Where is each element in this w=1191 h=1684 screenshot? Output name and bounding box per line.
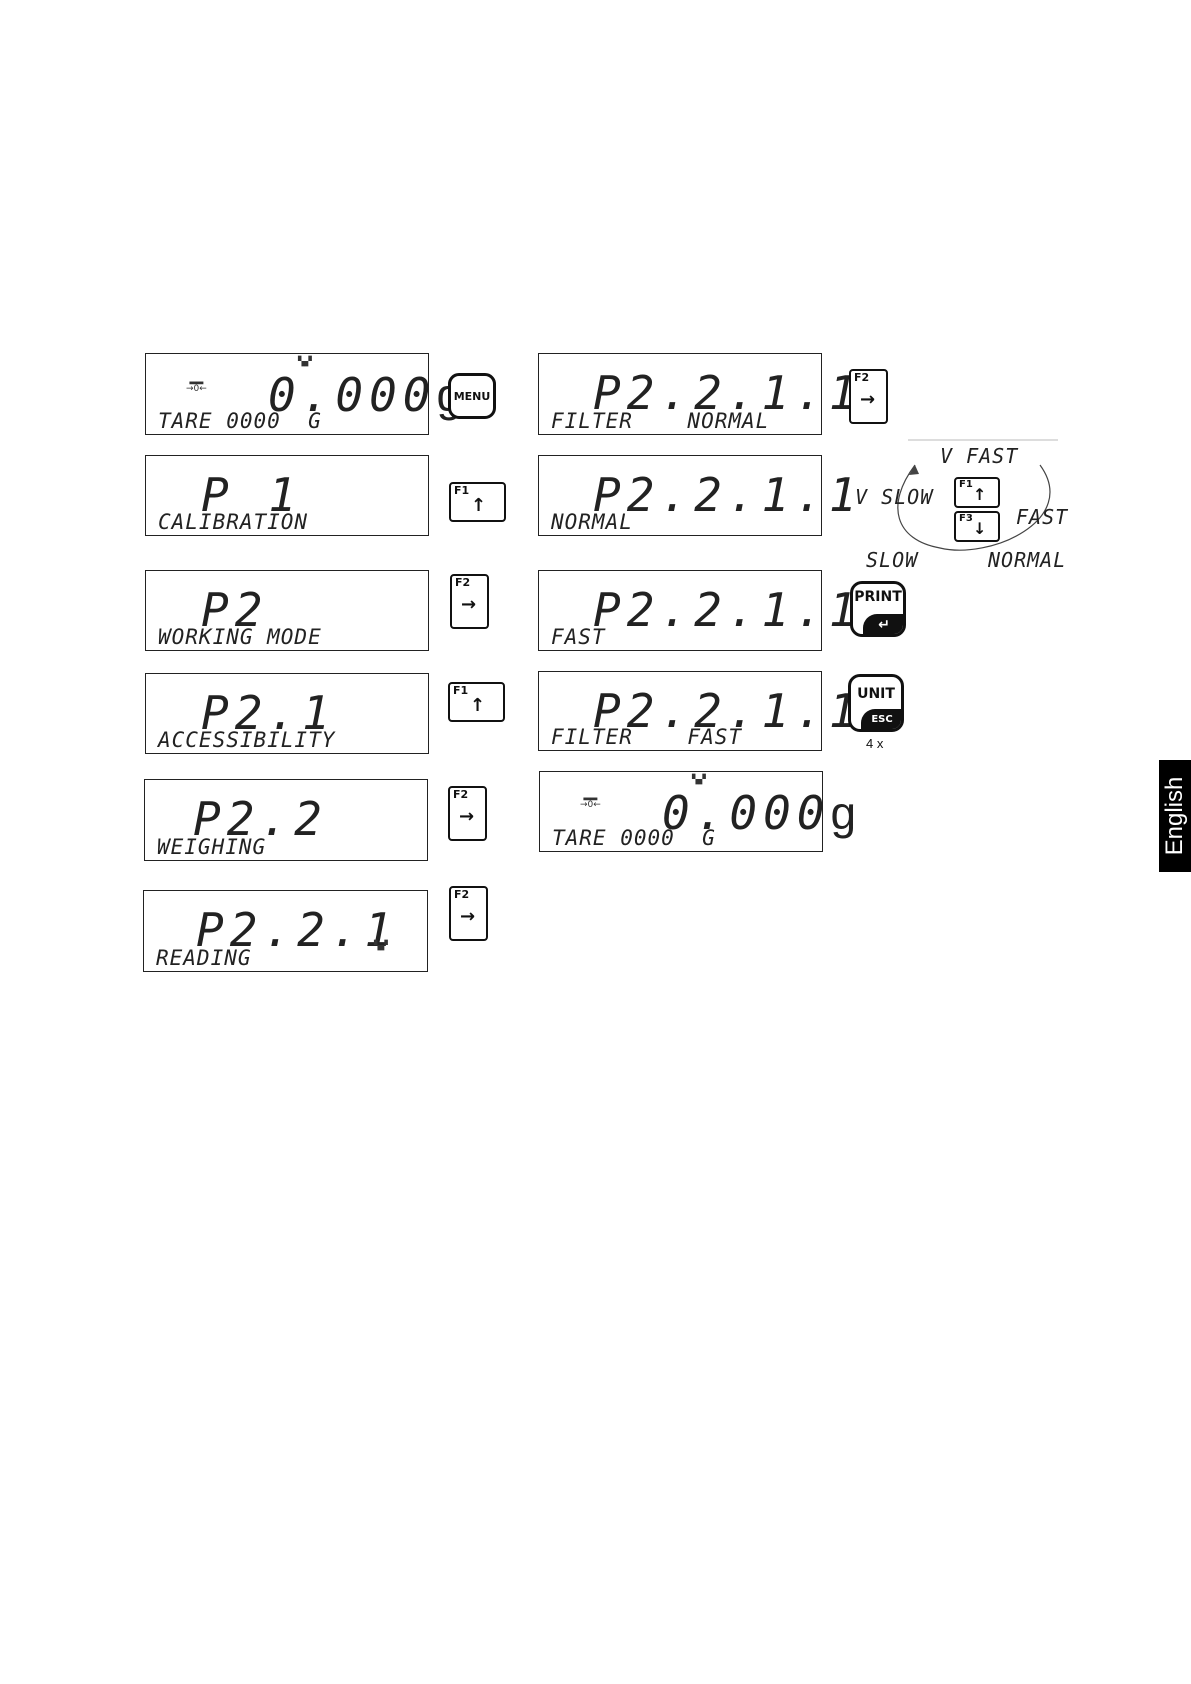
display-tare-final: ▚▞ ▂▂→0← 0.000g TARE 0000 G [539, 771, 856, 852]
arrow-right-icon: → [461, 594, 477, 615]
display-p2: P2 WORKING MODE [145, 570, 429, 651]
f2-label: F2 [454, 888, 470, 901]
f1-up-key[interactable]: F1 ↑ [448, 682, 505, 722]
arrow-down-icon: ↓ [973, 519, 987, 538]
display-text: TARE 0000 G [158, 409, 322, 433]
stability-icon: ▚▞ [692, 775, 706, 785]
display-unit: g [830, 787, 857, 839]
display-text: ACCESSIBILITY [158, 728, 336, 752]
display-text: CALIBRATION [158, 510, 309, 534]
zero-icon: ▂▂→0← [186, 375, 207, 394]
repeat-count: 4 x [866, 736, 884, 751]
display-text: FAST [551, 625, 606, 649]
display-value: P2 [201, 583, 269, 637]
f1-up-key[interactable]: F1 ↑ [954, 477, 1000, 508]
f2-label: F2 [854, 371, 870, 384]
display-text: READING [156, 946, 252, 970]
language-tab-label: English [1161, 776, 1188, 856]
language-tab: English [1159, 760, 1191, 872]
unit-key-label: UNIT [857, 686, 895, 702]
display-text: FILTER NORMAL [551, 409, 770, 433]
arrow-up-icon: ↑ [470, 695, 486, 716]
print-key[interactable]: PRINT ↵ [850, 581, 906, 637]
arrow-right-icon: → [860, 389, 876, 410]
display-value: P2.2.1 [196, 903, 399, 957]
f2-label: F2 [453, 788, 469, 801]
display-value: P2.2.1.1 [593, 366, 863, 420]
display-filter-normal: P2.2.1.1 FILTER NORMAL [538, 353, 857, 435]
display-p1: P 1 CALIBRATION [145, 455, 429, 536]
display-p22: P2.2 WEIGHING [144, 779, 428, 861]
f2-right-key[interactable]: F2 → [849, 369, 888, 424]
display-text: NORMAL [551, 510, 633, 534]
f2-right-key[interactable]: F2 → [449, 886, 488, 941]
f1-label: F1 [959, 479, 973, 490]
display-text: WEIGHING [157, 835, 267, 859]
menu-key[interactable]: MENU [448, 373, 496, 419]
enter-icon: ↵ [863, 614, 903, 634]
stability-icon: ▚▞ [374, 941, 388, 951]
display-fast: P2.2.1.1 FAST [538, 570, 857, 651]
display-value: P2.2 [193, 792, 328, 846]
f1-label: F1 [453, 684, 469, 697]
arrow-right-icon: → [459, 806, 475, 827]
f3-down-key[interactable]: F3 ↓ [954, 511, 1000, 542]
zero-icon: ▂▂→0← [580, 791, 601, 810]
display-p21: P2.1 ACCESSIBILITY [145, 673, 429, 754]
display-value: P2.2.1.1 [593, 684, 863, 738]
display-text: FILTER FAST [551, 725, 743, 749]
label-normal: NORMAL [988, 548, 1067, 572]
display-value: P2.1 [201, 686, 336, 740]
arrow-right-icon: → [460, 906, 476, 927]
f1-label: F1 [454, 484, 470, 497]
arrow-up-icon: ↑ [973, 485, 987, 504]
display-value: P2.2.1.1 [593, 583, 863, 637]
display-p221: P2.2.1 ▚▞ READING [143, 890, 428, 972]
menu-key-label: MENU [453, 389, 491, 403]
esc-label: ESC [861, 709, 901, 729]
f1-up-key[interactable]: F1 ↑ [449, 482, 506, 522]
label-fast: FAST [1016, 505, 1069, 529]
arrow-up-icon: ↑ [471, 495, 487, 516]
display-text: TARE 0000 G [552, 826, 716, 850]
display-normal: P2.2.1.1 NORMAL [538, 455, 857, 536]
display-value: P 1 [201, 468, 303, 522]
display-value: 0.000g [662, 786, 857, 840]
filter-cycle-diagram [897, 439, 1058, 551]
label-vfast: V FAST [940, 444, 1019, 468]
f2-right-key[interactable]: F2 → [448, 786, 487, 841]
display-value: P2.2.1.1 [593, 468, 863, 522]
label-slow: SLOW [866, 548, 919, 572]
f3-label: F3 [959, 513, 973, 524]
display-filter-fast: P2.2.1.1 FILTER FAST [538, 671, 857, 751]
f2-label: F2 [455, 576, 471, 589]
label-vslow: V SLOW [855, 485, 934, 509]
display-tare: ▚▞ ▂▂→0← 0.000g TARE 0000 G [145, 353, 462, 435]
stability-icon: ▚▞ [298, 357, 312, 367]
print-key-label: PRINT [854, 589, 902, 605]
display-text: WORKING MODE [158, 625, 322, 649]
unit-esc-key[interactable]: UNIT ESC [848, 674, 904, 732]
f2-right-key[interactable]: F2 → [450, 574, 489, 629]
